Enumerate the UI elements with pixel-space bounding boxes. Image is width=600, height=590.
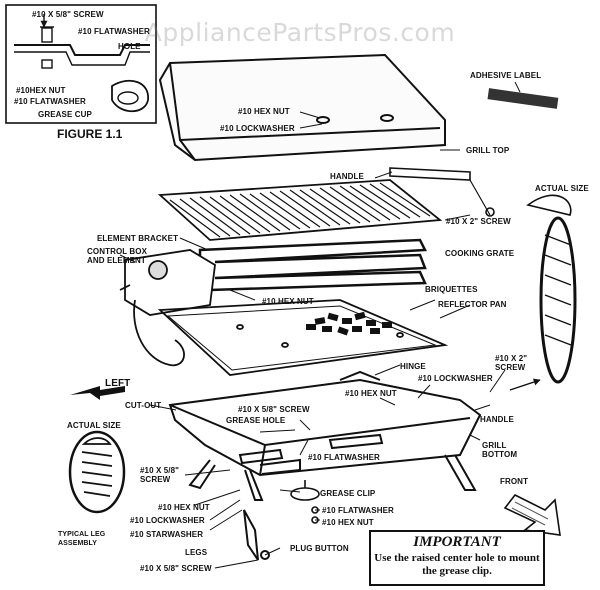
flatwasher-mid-label: #10 FLATWASHER — [308, 453, 380, 462]
front-arrow — [503, 493, 561, 536]
starwasher-label: #10 STARWASHER — [130, 530, 204, 539]
left-arrow-label: LEFT — [105, 378, 131, 389]
grease-clip — [290, 480, 320, 524]
figure-label: FIGURE 1.1 — [57, 127, 123, 141]
hex-nut-top-label: #10 HEX NUT — [238, 107, 290, 116]
heating-element — [198, 238, 427, 292]
front-label: FRONT — [500, 477, 529, 486]
briquettes — [306, 311, 392, 336]
legs-label: LEGS — [185, 548, 208, 557]
inset-hex-nut-label: #10HEX NUT — [16, 86, 66, 95]
left-arrow — [70, 386, 125, 400]
briquettes-label: BRIQUETTES — [425, 285, 478, 294]
hex-nut-leg-label: #10 HEX NUT — [158, 503, 210, 512]
screw-58-mid-label: #10 X 5/8" SCREW — [238, 405, 310, 414]
flatwasher-clip-label: #10 FLATWASHER — [322, 506, 394, 515]
grill-top-lid — [158, 53, 446, 162]
hinge-label: HINGE — [400, 362, 426, 371]
grill-bottom — [168, 370, 482, 477]
actual-size-screw-right — [526, 194, 577, 384]
handle-top-label: HANDLE — [330, 172, 364, 181]
grease-clip-label: GREASE CLIP — [320, 489, 376, 498]
grill-bottom-label: GRILL BOTTOM — [482, 441, 518, 459]
control-box — [119, 249, 216, 367]
hex-nut-right-label: #10 HEX NUT — [345, 389, 397, 398]
inset-flatwasher-top-label: #10 FLATWASHER — [78, 27, 150, 36]
hex-nut-clip-label: #10 HEX NUT — [322, 518, 374, 527]
important-text: Use the raised center hole to mount the … — [374, 552, 540, 577]
inset-screw-label: #10 X 5/8" SCREW — [32, 10, 104, 19]
lockwasher-right-label: #10 LOCKWASHER — [418, 374, 493, 383]
watermark: AppliancePartsPros.com — [144, 18, 456, 47]
inset-grease-cup-label: GREASE CUP — [38, 110, 92, 119]
actual-size-left-label: ACTUAL SIZE — [67, 421, 121, 430]
adhesive-label-text: ADHESIVE LABEL — [470, 71, 542, 80]
screw-58-bottom-label: #10 X 5/8" SCREW — [140, 564, 212, 573]
hex-nut-mid-label: #10 HEX NUT — [262, 297, 314, 306]
control-box-label: CONTROL BOX AND ELEMENT — [87, 247, 148, 265]
element-bracket-label: ELEMENT BRACKET — [97, 234, 179, 243]
inset-flatwasher-label: #10 FLATWASHER — [14, 97, 86, 106]
adhesive-label-part — [487, 81, 559, 109]
actual-size-screw-left — [68, 430, 126, 514]
grill-top-label: GRILL TOP — [466, 146, 510, 155]
reflector-pan-label: REFLECTOR PAN — [438, 300, 507, 309]
lockwasher-top-label: #10 LOCKWASHER — [220, 124, 295, 133]
reflector-pan — [157, 299, 449, 376]
lockwasher-leg-label: #10 LOCKWASHER — [130, 516, 205, 525]
grease-hole-label: GREASE HOLE — [226, 416, 286, 425]
typical-leg-label: TYPICAL LEG ASSEMBLY — [58, 531, 106, 547]
screw-58-left-label: #10 X 5/8" SCREW — [140, 466, 180, 484]
handle-right-label: HANDLE — [480, 415, 514, 424]
inset-hole-label: HOLE — [118, 42, 141, 51]
handle-top-part — [389, 167, 495, 217]
inset-figure-1-1 — [5, 4, 157, 124]
cooking-grate-label: COOKING GRATE — [445, 249, 515, 258]
screw-10x2-right-label: #10 X 2" SCREW — [495, 354, 528, 372]
screw-10x2-top-label: #10 X 2" SCREW — [446, 217, 511, 226]
important-note: IMPORTANT Use the raised center hole to … — [369, 530, 545, 586]
cooking-grate — [157, 179, 443, 241]
cut-out-label: CUT-OUT — [125, 401, 162, 410]
leader-lines — [119, 111, 541, 569]
plug-button-label: PLUG BUTTON — [290, 544, 349, 553]
legs — [188, 454, 477, 561]
important-title: IMPORTANT — [413, 534, 501, 550]
actual-size-right-label: ACTUAL SIZE — [535, 184, 589, 193]
